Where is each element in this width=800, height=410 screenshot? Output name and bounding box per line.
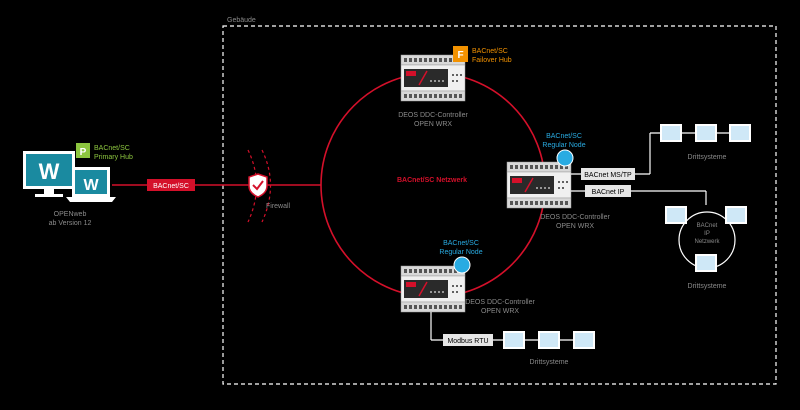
mstp-tag	[581, 168, 635, 180]
bacnet-ip-label: BACnet IP	[592, 189, 625, 196]
shield-icon	[248, 173, 268, 198]
firewall: Firewall	[247, 149, 291, 223]
third-party-device	[729, 124, 751, 142]
failover-hub-badge	[453, 46, 468, 62]
ip-network-label-line3: Netzwerk	[694, 239, 720, 245]
failover-hub-badge-letter: F	[457, 50, 463, 61]
firewall-arc-right	[261, 149, 271, 223]
workstation-name-line2: ab Version 12	[49, 220, 92, 227]
bacnet-sc-link-tag	[147, 179, 195, 191]
modbus-label: Modbus RTU	[447, 338, 488, 345]
bottom-controller-name-line1: DEOS DDC-Controller	[465, 299, 535, 306]
ip-network-label-line2: IP	[704, 231, 710, 237]
primary-hub-badge-letter: P	[80, 147, 87, 158]
bottom-controller-name-line2: OPEN WRX	[481, 308, 519, 315]
right-node-role-line2: Regular Node	[542, 142, 585, 149]
right-controller-name-line2: OPEN WRX	[556, 223, 594, 230]
third-party-device	[660, 124, 682, 142]
right-controller: BACnet/SC Regular Node DEOS DDC-Controll…	[506, 133, 610, 230]
controller-icon	[400, 265, 466, 313]
right-node-role-line1: BACnet/SC	[546, 133, 582, 140]
laptop-logo: W	[83, 177, 99, 194]
bottom-node-role-line1: BACnet/SC	[443, 240, 479, 247]
firewall-label: Firewall	[266, 203, 291, 210]
monitor-icon	[23, 151, 75, 197]
third-party-device	[503, 331, 525, 349]
third-party-device	[665, 206, 687, 224]
failover-controller: F BACnet/SC Failover Hub DEOS DDC-Contro…	[398, 46, 512, 128]
ip-third-party-label: Drittsysteme	[688, 283, 727, 290]
workstation-name-line1: OPENweb	[54, 211, 87, 218]
modbus-tag	[443, 334, 493, 346]
mstp-bus: BACnet MS/TP Drittsysteme	[571, 124, 751, 180]
modbus-bus: Modbus RTU Drittsysteme	[430, 312, 595, 366]
building-label: Gebäude	[227, 17, 256, 24]
network-label: BACnet/SC Netzwerk	[397, 177, 467, 184]
bacnet-sc-link-label: BACnet/SC	[153, 183, 189, 190]
third-party-device	[695, 254, 717, 272]
monitor-logo: W	[39, 159, 60, 184]
bottom-controller: BACnet/SC Regular Node DEOS DDC-Controll…	[400, 240, 535, 315]
primary-hub-role-line1: BACnet/SC	[94, 145, 130, 152]
third-party-device	[695, 124, 717, 142]
laptop-icon	[66, 167, 116, 202]
bottom-node-role-line2: Regular Node	[439, 249, 482, 256]
modbus-third-party-label: Drittsysteme	[530, 359, 569, 366]
third-party-device	[538, 331, 560, 349]
ip-network: BACnet IP Netzwerk Drittsysteme	[665, 206, 747, 290]
failover-hub-role-line1: BACnet/SC	[472, 48, 508, 55]
mstp-label: BACnet MS/TP	[584, 172, 632, 179]
primary-hub-role-line2: Primary Hub	[94, 154, 133, 161]
failover-hub-role-line2: Failover Hub	[472, 57, 512, 64]
failover-controller-name-line2: OPEN WRX	[414, 121, 452, 128]
building-boundary	[222, 25, 777, 385]
bacnet-ip-link: BACnet IP	[571, 185, 707, 205]
regular-node-indicator	[453, 256, 471, 274]
mstp-third-party-label: Drittsysteme	[688, 154, 727, 161]
failover-controller-name-line1: DEOS DDC-Controller	[398, 112, 468, 119]
third-party-device	[573, 331, 595, 349]
ip-network-label-line1: BACnet	[697, 223, 718, 229]
workstation: W W P BACnet/SC Primary Hub OPENweb ab V…	[23, 143, 133, 227]
bacnet-ip-tag	[585, 185, 631, 197]
primary-hub-badge	[76, 143, 90, 158]
controller-icon	[506, 161, 572, 209]
third-party-device	[725, 206, 747, 224]
right-controller-name-line1: DEOS DDC-Controller	[540, 214, 610, 221]
regular-node-indicator	[556, 149, 574, 167]
